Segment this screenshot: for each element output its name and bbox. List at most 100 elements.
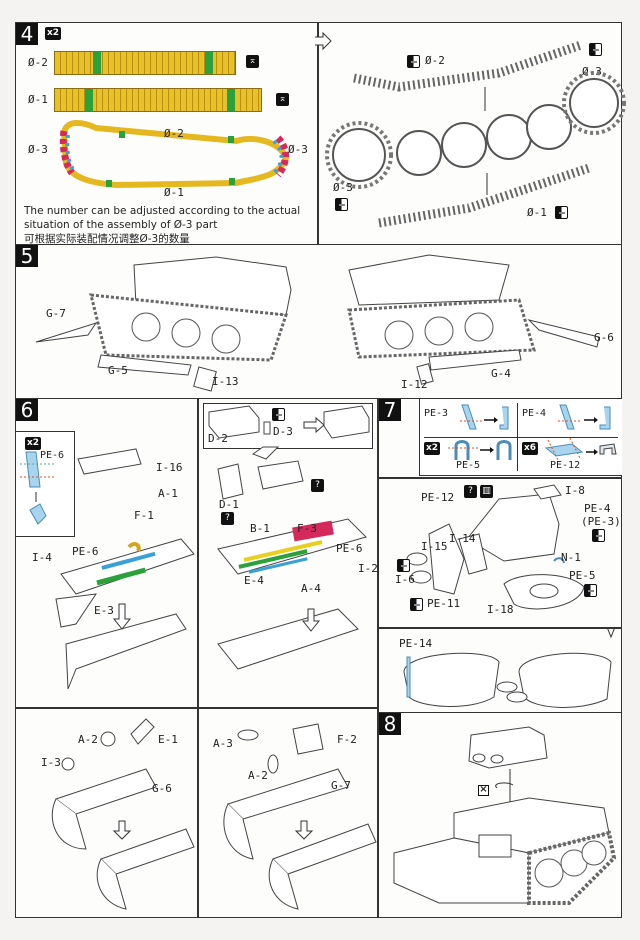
part-label-e3: E-3 [94,604,114,617]
part-label-i12: I-12 [401,378,428,391]
question-icon: ? [221,512,234,525]
part-label-i3: I-3 [41,756,61,769]
chassis-drawing-6a [55,448,195,690]
pe12-bend-icon [544,437,617,461]
track-label-o1: Ø-1 [28,93,48,106]
part-label-g7: G-7 [46,307,66,320]
part-label-a1: A-1 [158,487,178,500]
bend-multiplier-badge: x2 [424,442,441,455]
loop-label-right: Ø-3 [288,143,308,156]
part-label-pe11: PE-11 [427,597,461,610]
chassis-drawing-6b [217,446,367,670]
toolbox-callout: D-2 D-3 [203,403,373,449]
paint-icon: ▥ [480,485,493,498]
turret-detail-drawing [403,626,616,708]
hull-drawing-right [347,254,600,385]
pe-bend-grid: PE-3 PE-4 x2 PE-5 x6 PE-12 [419,399,622,476]
step-7-panel: 7 PE-3 PE-4 x2 PE-5 x6 PE-12 [378,398,622,713]
step-6-number: 6 [16,399,38,421]
part-label-g6-c: G-6 [152,782,172,795]
part-label-i14: I-14 [449,532,476,545]
assembly-note-en: The number can be adjusted according to … [24,205,301,231]
inset-multiplier-badge: x2 [25,437,42,450]
part-label-pe6: PE-6 [72,545,99,558]
step-7-divider-2 [379,627,621,629]
step-7-divider-1 [379,477,621,479]
step-5-number: 5 [16,245,38,267]
bend-item-pe4: PE-4 [518,399,618,437]
part-label-f3: F-3 [297,522,317,535]
part-label-pe5: PE-5 [569,569,596,582]
bend-part-label: PE-3 [424,408,449,419]
label-o2: Ø-2 [425,54,445,67]
loop-label-left: Ø-3 [28,143,48,156]
part-label-e4: E-4 [244,574,264,587]
hull-drawing-left [35,256,292,392]
part-label-i4: I-4 [32,551,52,564]
inset-part-label: PE-6 [40,450,65,461]
track-run-o1 [54,88,262,112]
no-glue-icon: × [478,784,489,796]
bend-part-label: PE-4 [522,408,547,419]
part-label-i15: I-15 [421,540,448,553]
pe3-bend-icon [460,404,509,430]
exploded-track-drawing [325,40,626,228]
part-label-d3: D-3 [273,425,293,438]
step-5-panel: 5 G-7 G-5 I-13 G-6 G-4 I-12 [15,244,622,399]
half-glue-icon [335,198,348,211]
part-label-a2: A-2 [78,733,98,746]
fender-drawing-6c [51,718,195,910]
multiplier-badge: x2 [45,27,62,40]
part-label-i2: I-2 [358,562,378,575]
part-label-i16: I-16 [156,461,183,474]
part-label-d2: D-2 [208,432,228,445]
part-label-a2-d: A-2 [248,769,268,782]
bend-part-label: PE-12 [550,460,581,471]
part-label-f2: F-2 [337,733,357,746]
bend-part-label: PE-5 [456,460,481,471]
step-6-divider-v [197,399,199,917]
part-label-pe12: PE-12 [421,491,455,504]
part-label-pe14: PE-14 [399,637,433,650]
fender-drawing-6d [223,723,377,910]
part-label-i6: I-6 [395,573,415,586]
step-4-exploded-panel: Ø-2 Ø-3 Ø-3 Ø-1 [315,22,626,245]
loop-label-top: Ø-2 [164,127,184,140]
part-label-g7-d: G-7 [331,779,351,792]
part-label-i8: I-8 [565,484,585,497]
part-label-i18: I-18 [487,603,514,616]
toolbox-drawing [208,405,370,439]
step-8-panel: 8 × [378,712,622,918]
half-glue-icon [589,43,602,56]
question-icon: ? [464,485,477,498]
half-glue-icon [592,529,605,542]
step-8-number: 8 [379,713,401,735]
question-icon: ? [311,479,324,492]
bend-multiplier-badge: x6 [522,442,539,455]
label-o1: Ø-1 [527,206,547,219]
step-4-number: 4 [16,23,38,45]
step-6-divider-h [16,707,377,709]
part-label-n1: N-1 [561,551,581,564]
part-label-f1: F-1 [134,509,154,522]
flip-icon: ⌅ [276,93,289,106]
part-label-a3: A-3 [213,737,233,750]
half-glue-icon [397,559,410,572]
part-label-d1: D-1 [219,498,239,511]
pe6-bend-drawing [20,451,56,525]
assembly-note-zh: 可根据实际装配情况调整Ø-3的数量 [24,233,190,245]
half-glue-icon [407,55,420,68]
pe4-bend-icon [558,404,611,430]
part-label-a4: A-4 [301,582,321,595]
step-7-number: 7 [379,399,401,421]
bend-item-pe5: x2 PE-5 [420,438,517,475]
pe6-bend-inset: x2 PE-6 [16,431,75,537]
part-label-pe6-b: PE-6 [336,542,363,555]
part-label-g4: G-4 [491,367,511,380]
half-glue-icon [272,408,285,421]
final-tank-drawing [393,726,617,905]
part-label-g5: G-5 [108,364,128,377]
step-6-panel: 6 x2 PE-6 I-16 A-1 F-1 I-4 PE-6 E-3 [15,398,378,918]
half-glue-icon [410,598,423,611]
part-label-b1: B-1 [250,522,270,535]
